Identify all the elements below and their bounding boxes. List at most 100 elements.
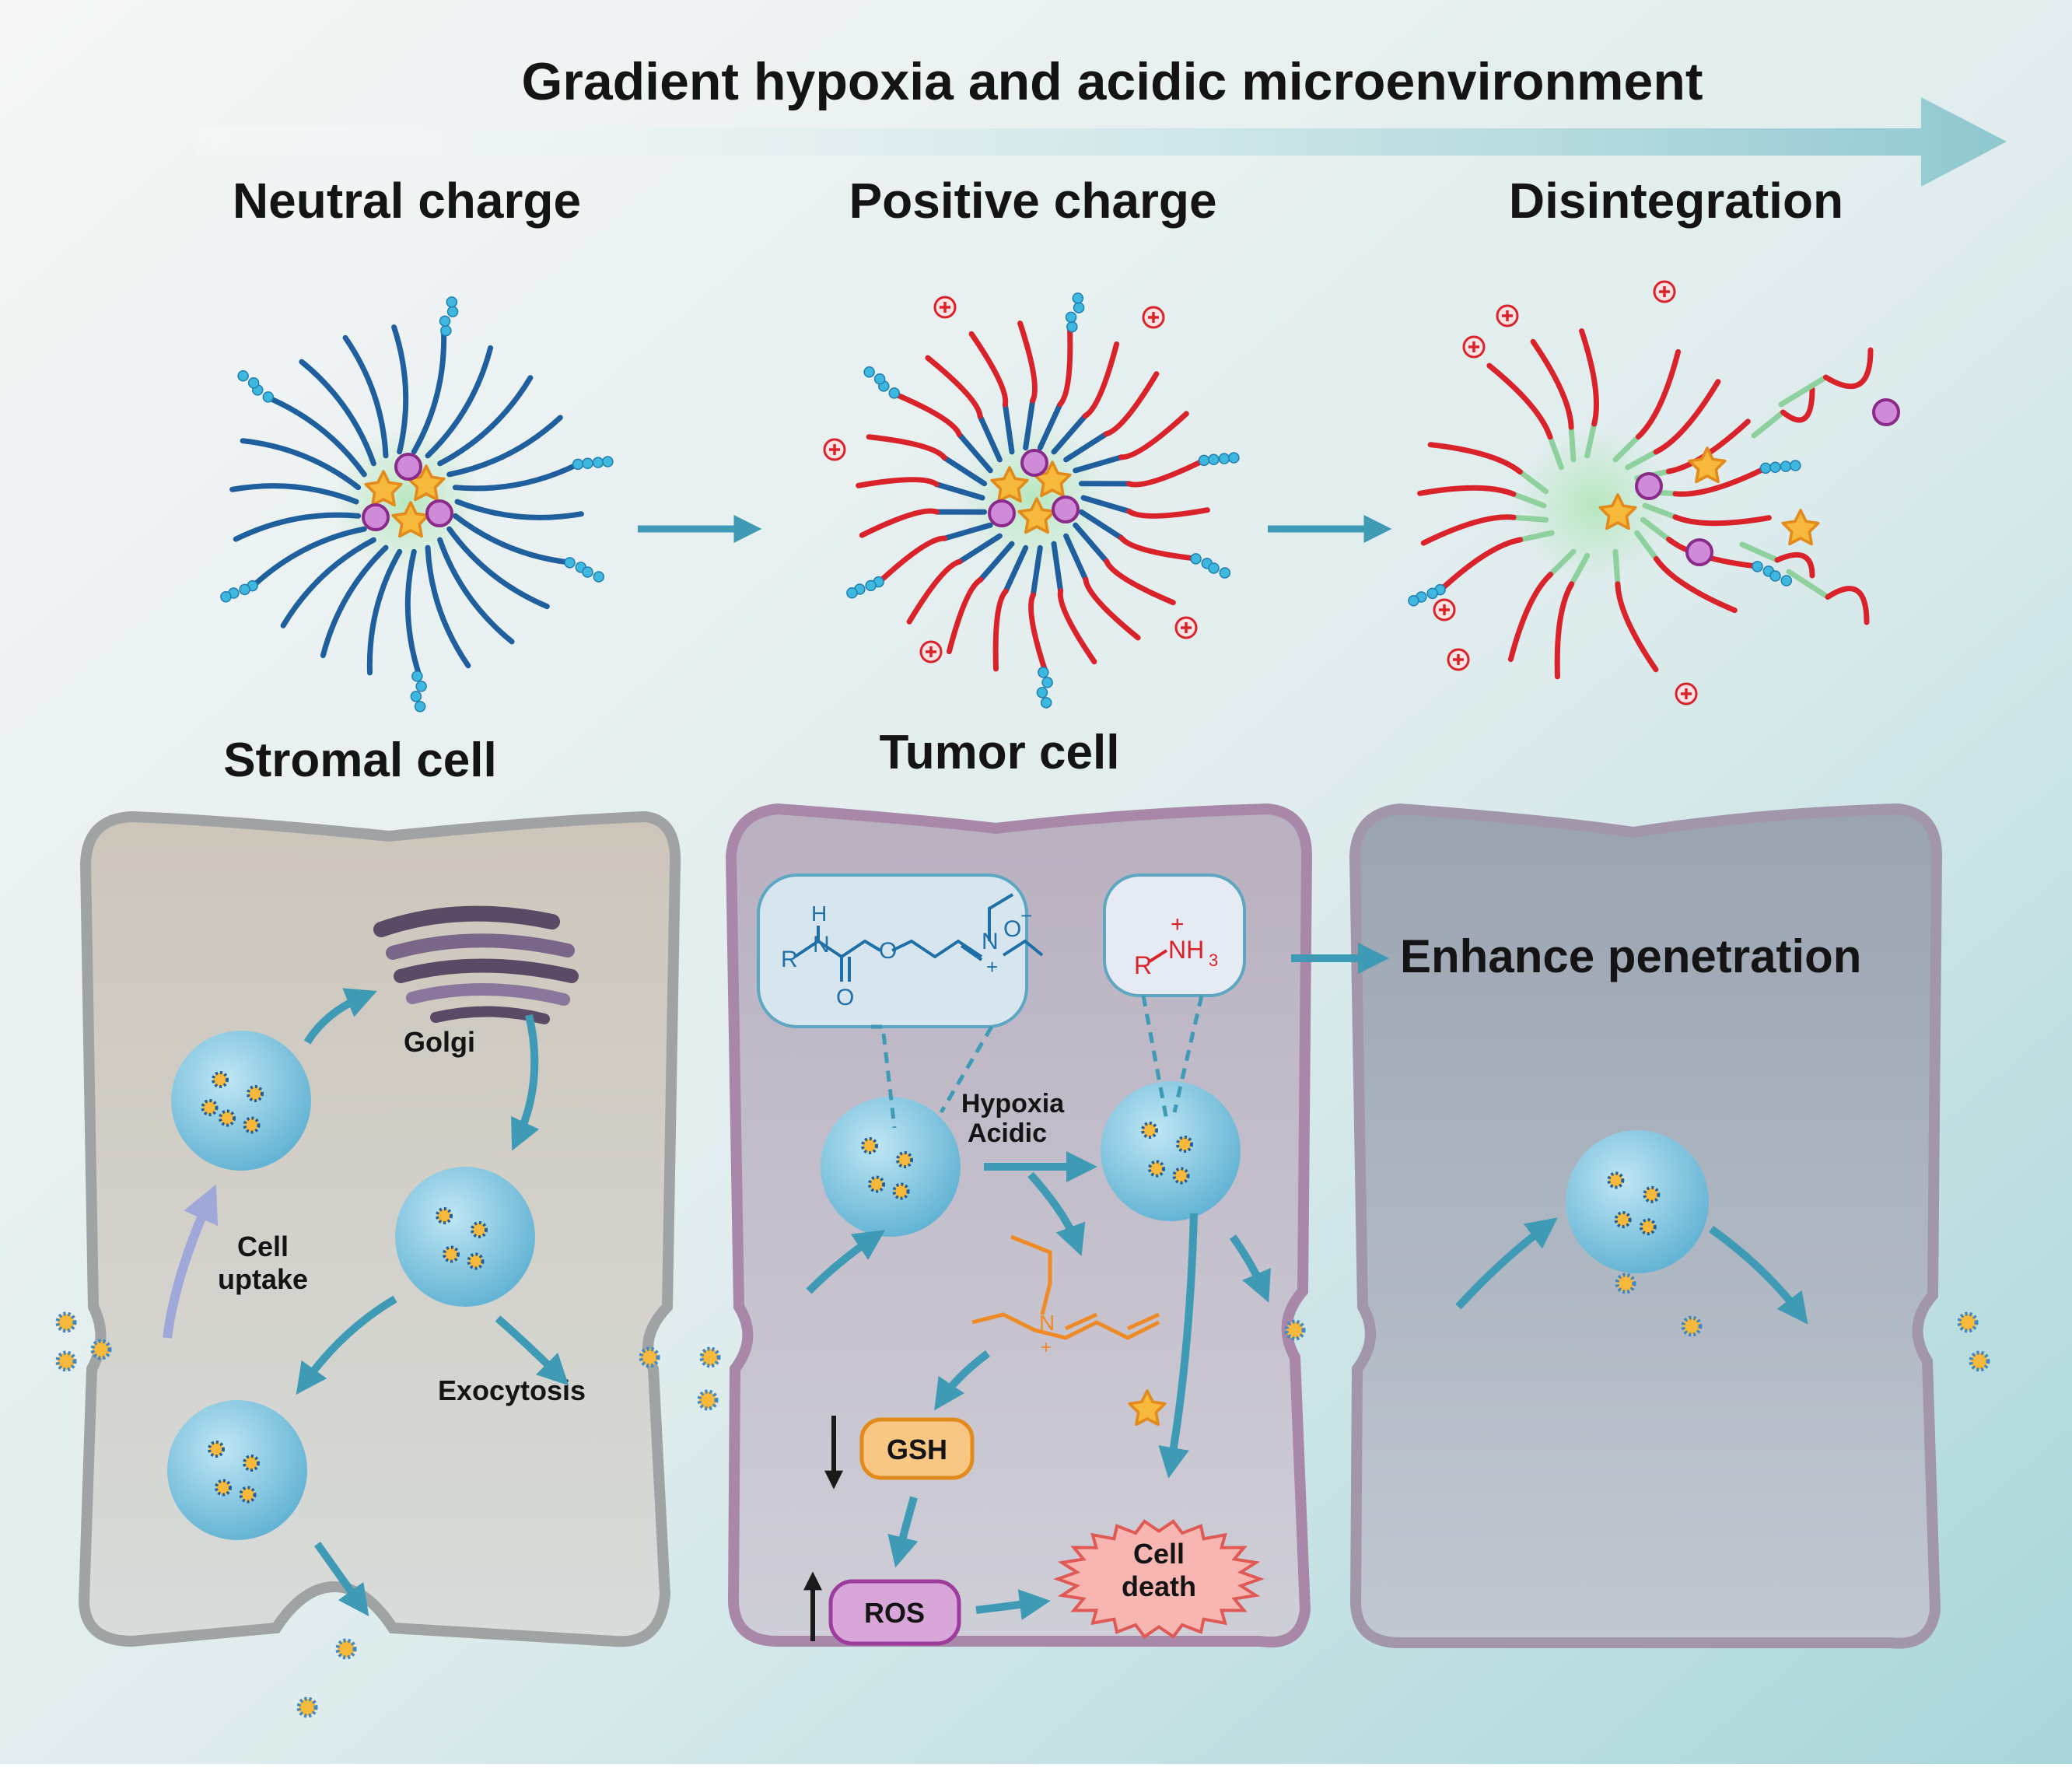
nanoparticle-icon	[1616, 1213, 1630, 1227]
cell-death-label-2: death	[1122, 1570, 1196, 1602]
golgi-label: Golgi	[404, 1026, 475, 1058]
peg-bead	[593, 457, 603, 467]
chem-o2-label: O	[879, 938, 897, 964]
peg-bead	[440, 316, 450, 326]
peg-bead	[249, 378, 259, 388]
nanoparticle-icon	[641, 1349, 658, 1366]
amine-r-label: R	[1134, 951, 1152, 979]
nanoparticle-icon	[93, 1341, 110, 1358]
polymer-chain-core	[1571, 427, 1573, 460]
peg-bead	[593, 572, 604, 582]
peg-bead	[1067, 322, 1077, 332]
endosome-vesicle	[1101, 1081, 1241, 1221]
peg-bead	[1219, 453, 1229, 464]
iminium-plus-label: +	[1041, 1337, 1052, 1358]
chem-o1-label: O	[836, 985, 854, 1010]
nanoparticle-icon	[338, 1640, 355, 1658]
amine-sub3-label: 3	[1209, 951, 1218, 970]
nanoparticle-icon	[241, 1488, 255, 1502]
peg-bead	[412, 671, 422, 681]
nanoparticle-icon	[213, 1073, 227, 1087]
drug-sphere-icon	[396, 454, 421, 479]
chem-plus-label: +	[986, 955, 998, 979]
peg-bead	[1229, 453, 1239, 463]
peg-bead	[1041, 698, 1052, 708]
peg-bead	[565, 558, 575, 568]
peg-bead	[583, 567, 593, 577]
nanoparticle-icon	[220, 1112, 234, 1126]
peg-bead	[1427, 588, 1437, 598]
nanoparticle-icon	[898, 1153, 912, 1167]
peg-bead	[1781, 576, 1791, 586]
peg-bead	[1761, 463, 1771, 473]
cell-uptake-label-1: Cell	[237, 1231, 289, 1262]
nanoparticle-icon	[58, 1314, 75, 1331]
drug-sphere-icon	[1022, 450, 1047, 475]
nanoparticle-icon	[1644, 1188, 1658, 1202]
peg-bead	[221, 592, 231, 602]
peg-bead	[1038, 667, 1048, 677]
peg-bead	[1042, 677, 1052, 688]
peg-bead	[441, 326, 451, 336]
polymer-chain-core	[1514, 517, 1546, 520]
peg-bead	[240, 584, 250, 594]
nanoparticle-icon	[894, 1185, 908, 1199]
drug-sphere-icon	[1874, 400, 1899, 425]
exocytosis-label: Exocytosis	[438, 1374, 586, 1406]
peg-bead	[411, 691, 421, 702]
peg-bead	[415, 702, 425, 712]
enhance-penetration-label: Enhance penetration	[1400, 930, 1861, 982]
nanoparticle-icon	[1641, 1220, 1655, 1234]
peg-bead	[864, 367, 874, 377]
peg-bead	[1409, 596, 1419, 606]
peg-bead	[847, 588, 857, 598]
nanoparticle-icon	[1150, 1162, 1164, 1176]
amine-nh-label: NH	[1168, 936, 1204, 964]
peg-bead	[889, 388, 899, 398]
nanoparticle-icon	[1959, 1314, 1976, 1331]
endosome-vesicle	[167, 1400, 307, 1540]
chem-h-label: H	[811, 902, 827, 926]
stage-neutral-label: Neutral charge	[233, 173, 581, 229]
nanoparticle-icon	[702, 1349, 719, 1366]
amine-plus-label: +	[1171, 912, 1185, 937]
drug-sphere-icon	[1636, 474, 1661, 499]
nanoparticle-icon	[472, 1223, 486, 1237]
peg-bead	[238, 371, 248, 381]
nanoparticle-icon	[244, 1456, 258, 1470]
nanoparticle-icon	[699, 1392, 716, 1409]
endosome-vesicle	[821, 1097, 961, 1237]
endosome-vesicle	[1566, 1130, 1709, 1273]
endosome-vesicle	[395, 1167, 535, 1307]
peg-bead	[448, 306, 458, 317]
cell-uptake-label-2: uptake	[218, 1263, 308, 1295]
nanoparticle-icon	[437, 1209, 451, 1223]
hypoxia-label: Hypoxia	[961, 1089, 1065, 1119]
chem-o-minus-label: O	[1003, 916, 1021, 942]
peg-bead	[1752, 562, 1762, 572]
chem-r-label: R	[781, 947, 798, 972]
polymer-chain-core	[1615, 551, 1618, 584]
peg-bead	[263, 392, 273, 402]
nanoparticle-icon	[1971, 1353, 1988, 1370]
peg-bead	[1199, 455, 1209, 465]
acidic-label: Acidic	[968, 1119, 1047, 1148]
peg-bead	[1191, 554, 1201, 564]
chem-n1-label: N	[813, 932, 830, 958]
nanoparticle-icon	[1143, 1123, 1157, 1137]
stage-disintegration-label: Disintegration	[1509, 173, 1843, 229]
peg-bead	[603, 457, 613, 467]
nanoparticle-icon	[1174, 1169, 1188, 1183]
gsh-label: GSH	[887, 1434, 947, 1465]
drug-sphere-icon	[427, 501, 452, 526]
nanoparticle-icon	[1683, 1318, 1700, 1335]
peg-bead	[416, 681, 426, 691]
peg-bead	[583, 458, 593, 468]
chem-n2-label: N	[982, 929, 999, 954]
peg-bead	[1790, 460, 1801, 471]
drug-sphere-icon	[1687, 540, 1712, 565]
peg-bead	[875, 374, 885, 384]
nanoparticle-icon	[1178, 1137, 1192, 1151]
drug-sphere-icon	[1053, 497, 1078, 522]
